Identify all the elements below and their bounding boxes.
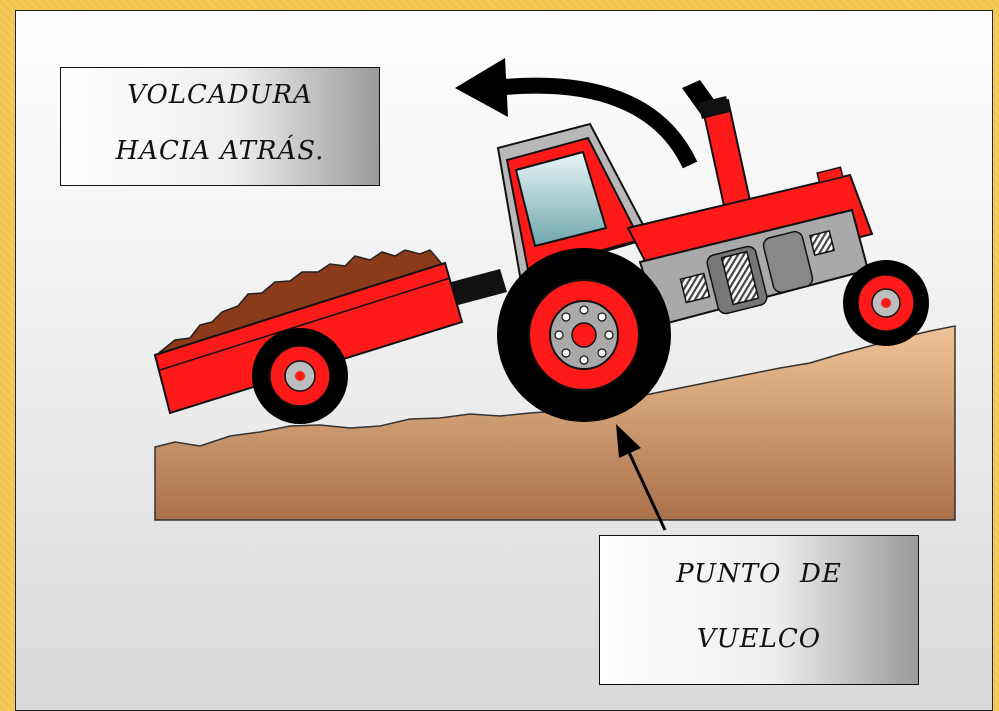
front-wheel (843, 260, 929, 346)
exhaust-pipe (682, 80, 754, 217)
tractor (496, 80, 929, 422)
rollover-label-line2: HACIA ATRÁS. (115, 136, 325, 166)
rear-wheel (497, 248, 671, 422)
rollover-label-line1: VOLCADURA (127, 80, 313, 110)
trailer-cargo (157, 249, 444, 353)
engine-parts (679, 229, 836, 315)
rollover-label-box: VOLCADURA HACIA ATRÁS. (60, 67, 380, 186)
tipping-point-label-line2: VUELCO (696, 624, 822, 654)
rollover-arrow (455, 58, 698, 169)
tipping-point-arrow (616, 424, 667, 531)
cab-window (514, 150, 608, 248)
trailer-wheel (252, 328, 348, 424)
tipping-point-label-line1: PUNTO DE (676, 559, 842, 589)
tipping-point-label-box: PUNTO DE VUELCO (599, 535, 919, 685)
trailer-hitch (440, 269, 507, 308)
trailer (153, 249, 507, 424)
